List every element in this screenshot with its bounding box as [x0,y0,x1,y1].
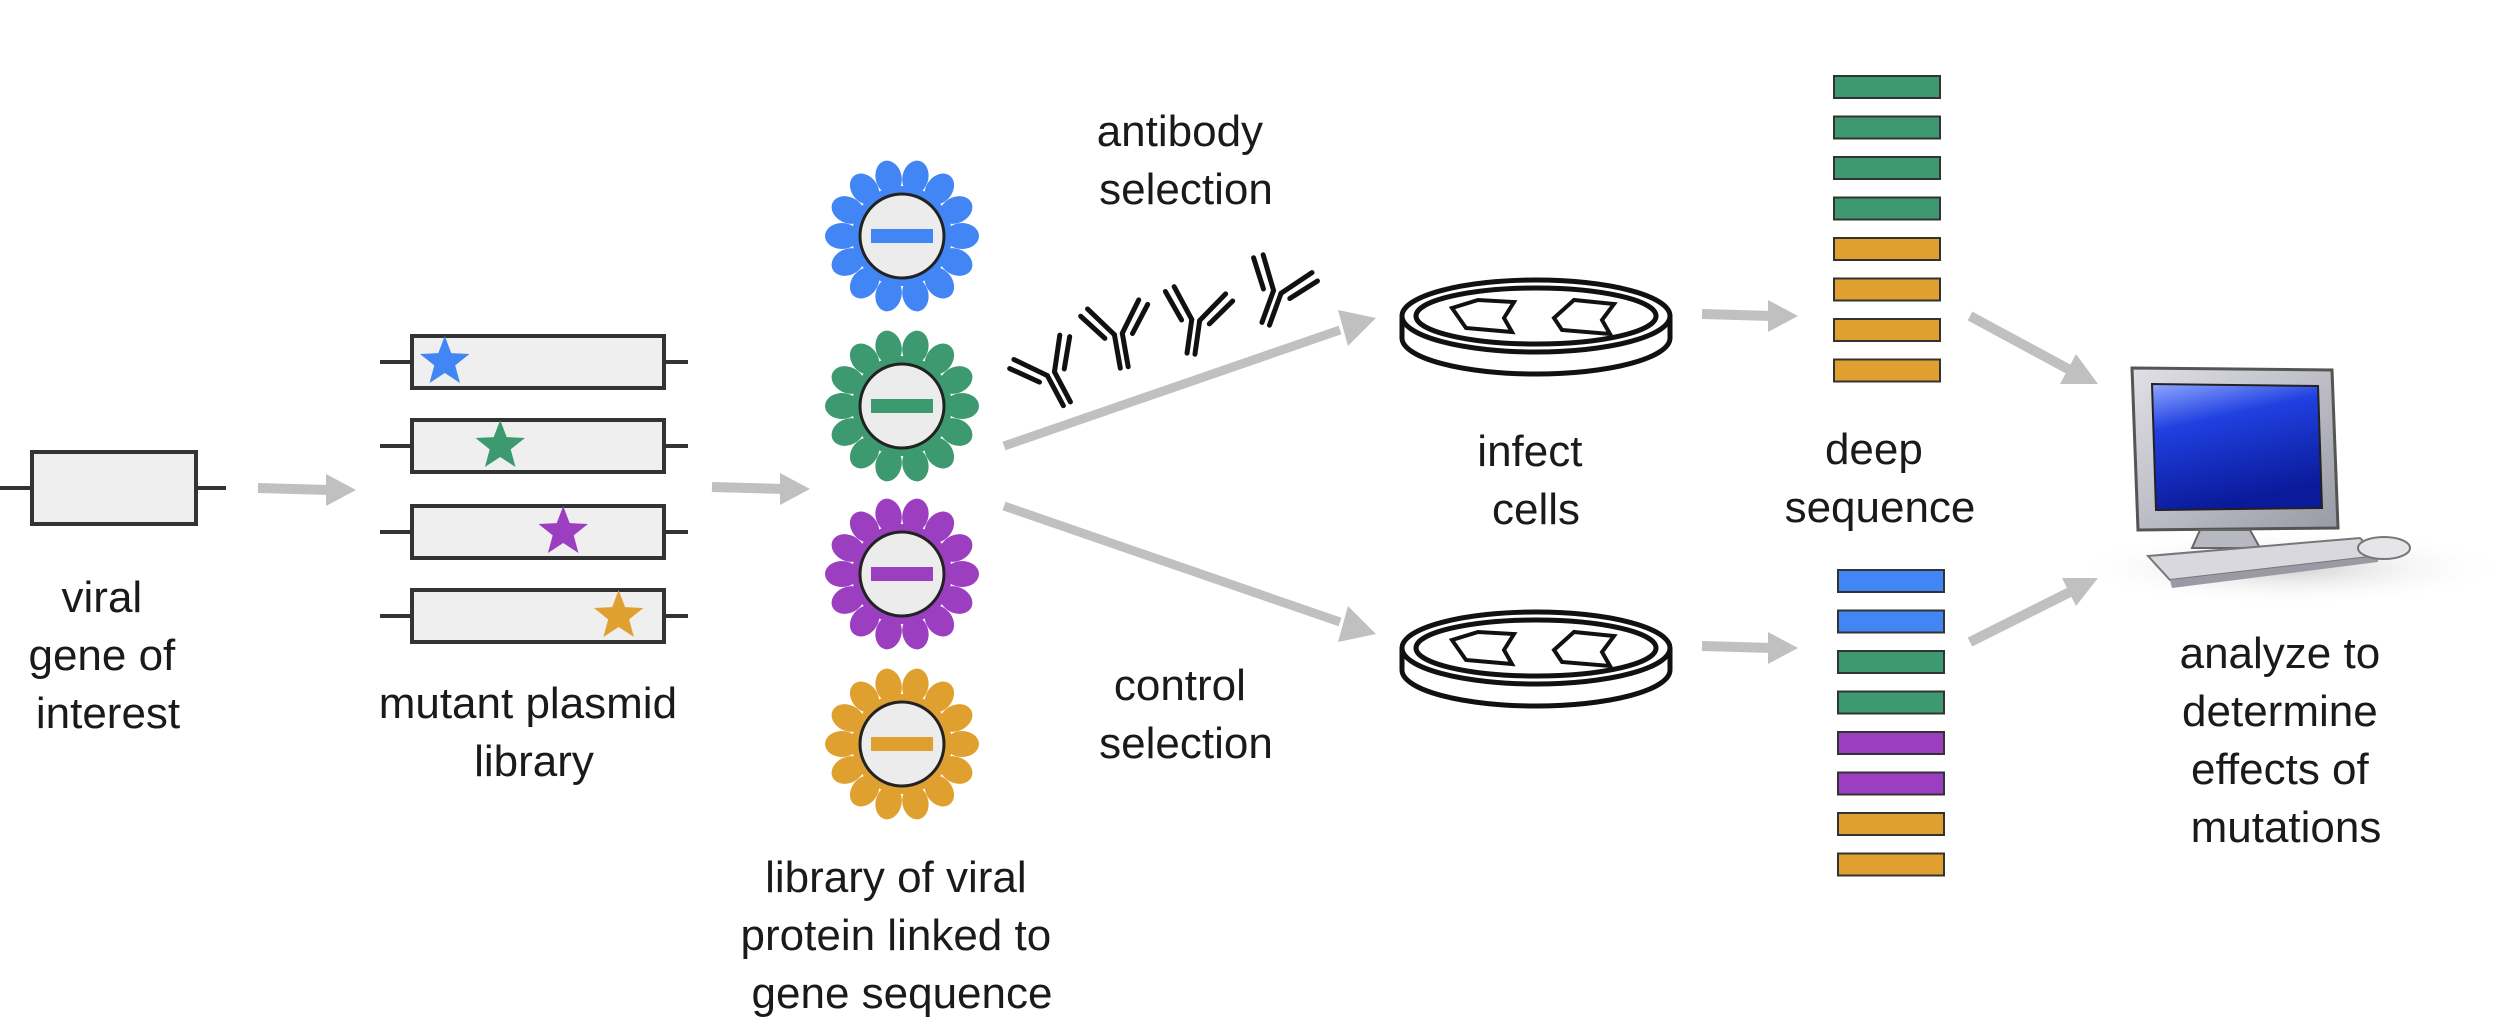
arrow-dish-to-sequencing-top [1701,300,1798,332]
sequence-read [1833,156,1941,180]
sequence-read [1833,115,1941,140]
virion-library-label-line: protein linked to [741,911,1052,960]
star-icon [538,506,588,553]
sequence-read [1833,75,1941,99]
infect-cells-label-line: infect [1477,427,1582,476]
plasmid-icon [380,334,688,390]
antibody-icon [1251,252,1320,328]
computer-icon [2070,366,2500,606]
sequence-read [1837,771,1945,796]
virion-icon [825,330,979,482]
analyze-label: analyze to determine effects of mutation… [2180,629,2393,852]
arrow-control-selection [1002,501,1376,642]
plasmid-icon [380,504,688,560]
antibody-selection-label-line: antibody [1097,107,1263,156]
virion-library-label-line: gene sequence [752,969,1053,1018]
control-selection-label: control selection [1099,661,1273,768]
sequence-read [1833,277,1941,302]
control-selection-label-line: selection [1099,719,1273,768]
mutant-plasmid-library [380,334,688,644]
viral-gene-label-line: viral [62,573,143,622]
mutant-library-label: mutant plasmid library [379,679,690,786]
sequence-read [1833,237,1941,261]
arrow-antibody-selection [1002,310,1376,451]
viral-gene-label-line: interest [36,689,180,738]
viral-gene-label-line: gene of [28,631,176,680]
analyze-label-line: determine [2182,687,2378,736]
arrow-library-to-virions [711,473,810,505]
sequence-read [1837,690,1945,715]
sequence-read [1837,852,1945,877]
virion-icon [825,668,979,820]
infect-cells-label-line: cells [1492,485,1580,534]
deep-sequence-label: deep sequence [1785,425,1976,532]
control-selection-label-line: control [1114,661,1246,710]
antibody-selection-label-line: selection [1099,165,1273,214]
sequence-read [1837,650,1945,674]
antibody-sequencing-reads [1833,75,1941,383]
plasmid-icon [380,588,688,644]
plasmid-icon [380,418,688,474]
virion-library [825,160,979,820]
antibody-selection-label: antibody selection [1097,107,1276,214]
mutant-library-label-line: mutant plasmid [379,679,677,728]
star-icon [420,336,470,383]
petri-dish-icon [1399,609,1673,709]
antibody-icon [1007,332,1073,409]
deep-sequence-label-line: sequence [1785,483,1976,532]
antibody-icon [1078,297,1151,371]
star-icon [593,590,644,637]
sequence-read [1833,358,1941,383]
sequence-read [1833,196,1941,221]
control-sequencing-reads [1837,569,1945,877]
viral-gene-label: viral gene of interest [28,573,187,738]
mutant-library-label-line: library [474,737,594,786]
sequence-read [1833,318,1941,342]
analyze-label-line: analyze to [2180,629,2381,678]
arrow-sequencing-to-computer-top [1967,311,2098,384]
deep-sequence-label-line: deep [1825,425,1923,474]
virion-icon [825,160,979,312]
arrow-dish-to-sequencing-bottom [1701,632,1798,664]
infected-cell-dishes [1399,277,1673,709]
virion-icon [825,498,979,650]
sequence-read [1837,731,1945,755]
virion-library-label: library of viral protein linked to gene … [741,853,1064,1018]
sequence-read [1837,812,1945,836]
antibody-icon [1162,284,1236,357]
analyze-label-line: effects of [2191,745,2370,794]
infect-cells-label: infect cells [1477,427,1594,534]
viral-gene-icon [0,450,226,526]
antibodies [1007,252,1320,409]
sequence-read [1837,609,1945,634]
sequence-read [1837,569,1945,593]
virion-library-label-line: library of viral [765,853,1027,902]
arrow-sequencing-to-computer-bottom [1967,578,2098,647]
petri-dish-icon [1399,277,1673,377]
analyze-label-line: mutations [2191,803,2382,852]
star-icon [475,420,525,467]
arrow-gene-to-library [257,474,356,506]
